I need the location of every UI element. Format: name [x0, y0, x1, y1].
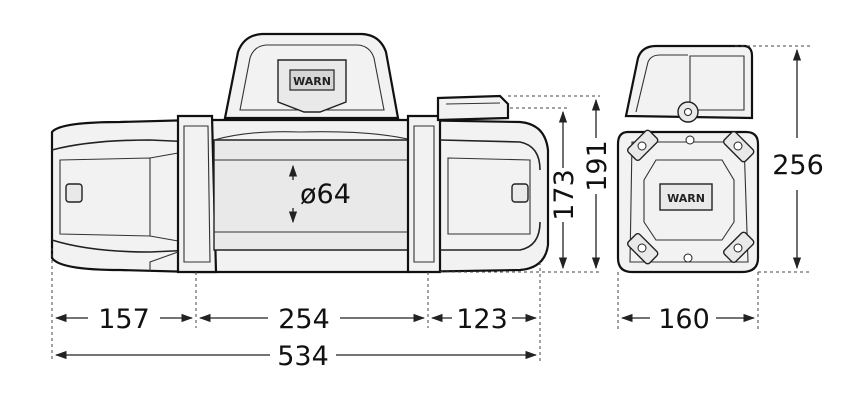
dimension-lines — [54, 48, 802, 360]
right-drum-support — [406, 114, 442, 274]
dim-height-173: 173 — [549, 169, 580, 221]
dim-drum-diameter: ø64 — [300, 179, 351, 210]
dim-left-end: 157 — [98, 304, 150, 335]
motor-port-icon — [65, 183, 83, 203]
logo-text: WARN — [293, 75, 331, 88]
clutch-lever — [436, 94, 510, 122]
dim-overall-length: 534 — [277, 341, 329, 372]
gearbox-port-icon — [511, 183, 529, 203]
dim-side-height: 256 — [772, 150, 824, 181]
control-box-logo — [289, 69, 335, 91]
dim-height-191: 191 — [582, 140, 613, 192]
dimension-labels: 157 254 123 534 ø64 173 191 256 160 — [98, 140, 824, 372]
motor-housing — [51, 139, 196, 253]
left-drum-support — [149, 114, 218, 274]
side-logo-text: WARN — [667, 192, 705, 205]
dim-drum-length: 254 — [278, 304, 330, 335]
extension-lines — [51, 45, 812, 362]
winch-side-view: WARN — [616, 44, 760, 274]
winch-front-view: WARN — [50, 32, 550, 274]
dim-side-width: 160 — [658, 304, 710, 335]
dim-right-end: 123 — [456, 304, 508, 335]
corner-bolt-mounts — [626, 129, 755, 265]
side-logo-plate — [659, 183, 713, 211]
control-box: WARN — [223, 32, 400, 120]
gearbox-housing — [439, 139, 541, 251]
